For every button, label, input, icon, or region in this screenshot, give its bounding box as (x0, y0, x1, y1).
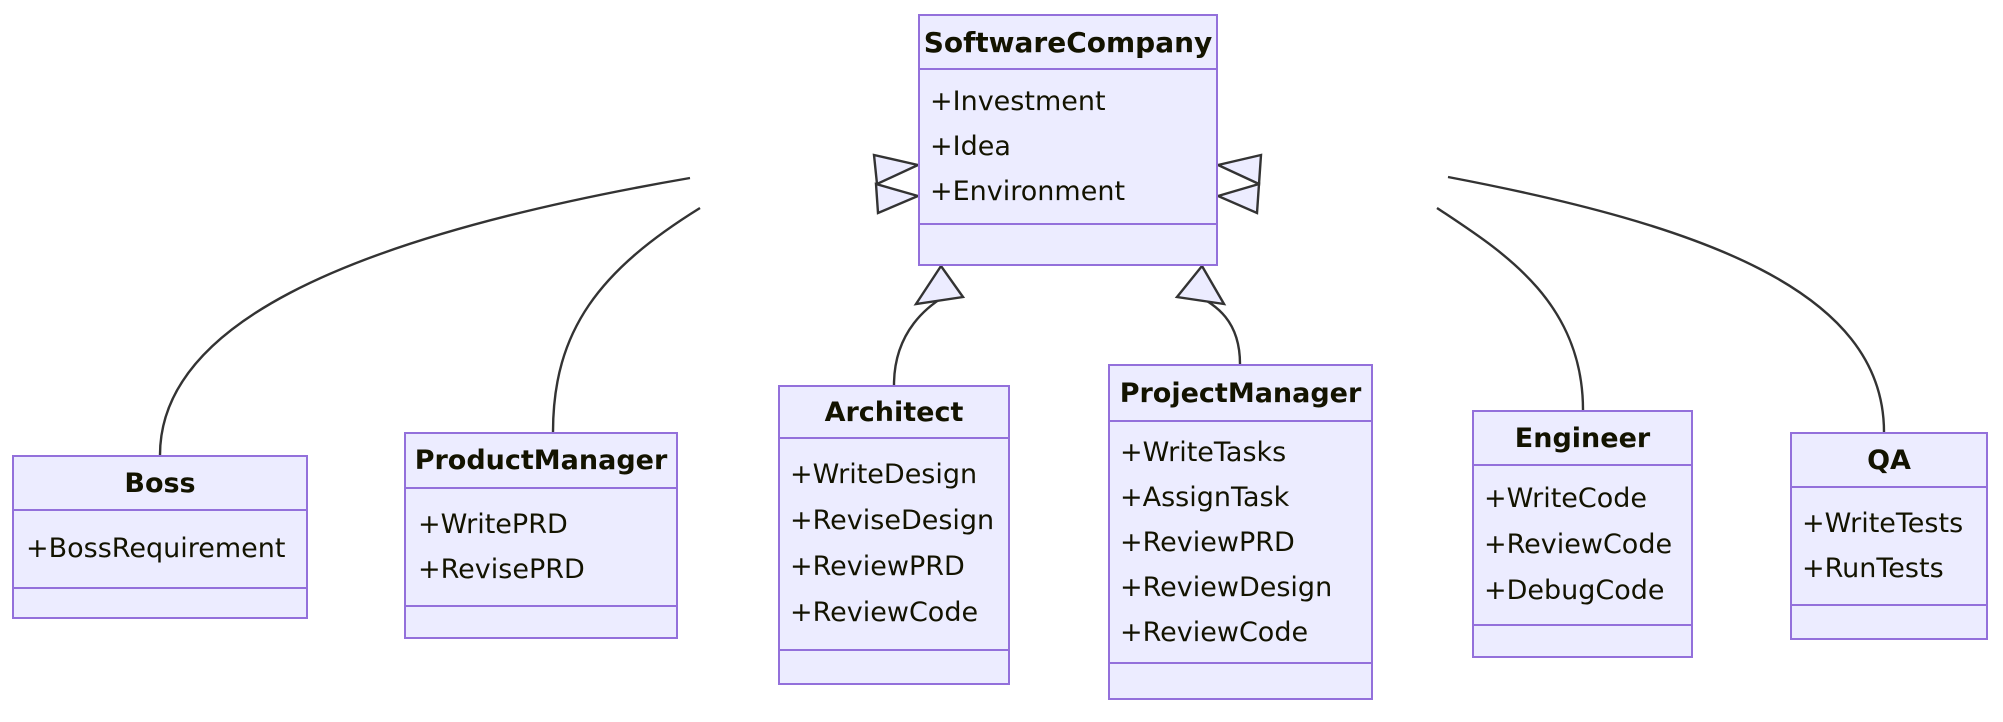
inheritance-arrowhead-boss (872, 153, 922, 186)
uml-attribute: +RunTests (1802, 553, 1944, 584)
uml-methods-projectmanager (1110, 664, 1371, 698)
uml-attribute: +BossRequirement (26, 533, 286, 564)
edge-engineer-to-softwarecompany (1436, 207, 1585, 411)
uml-attribute: +WriteTasks (1120, 436, 1287, 468)
uml-class-productmanager[interactable]: ProductManager +WritePRD +RevisePRD (404, 432, 678, 639)
uml-attribute: +ReviewPRD (1120, 526, 1295, 558)
uml-methods-softwarecompany (920, 225, 1216, 264)
uml-attributes-architect: +WriteDesign +ReviseDesign +ReviewPRD +R… (780, 439, 1008, 651)
uml-attribute: +ReviewPRD (790, 551, 965, 582)
uml-class-title-productmanager: ProductManager (406, 434, 676, 489)
uml-attribute: +ReviewCode (1484, 529, 1673, 560)
uml-attribute: +RevisePRD (418, 554, 585, 585)
uml-class-title-softwarecompany: SoftwareCompany (920, 16, 1216, 70)
inheritance-arrowhead-productmanager (874, 182, 922, 215)
uml-attribute: +ReviewCode (1120, 616, 1309, 648)
edge-boss-to-softwarecompany (158, 176, 691, 456)
uml-attributes-productmanager: +WritePRD +RevisePRD (406, 489, 676, 607)
uml-class-title-qa: QA (1792, 434, 1986, 488)
uml-methods-productmanager (406, 607, 676, 637)
edge-productmanager-to-softwarecompany (551, 206, 701, 433)
uml-attribute: +Investment (930, 86, 1106, 117)
uml-class-boss[interactable]: Boss +BossRequirement (12, 455, 308, 619)
uml-attributes-engineer: +WriteCode +ReviewCode +DebugCode (1474, 466, 1691, 626)
uml-methods-qa (1792, 606, 1986, 638)
uml-attributes-qa: +WriteTests +RunTests (1792, 488, 1986, 606)
uml-class-title-architect: Architect (780, 387, 1008, 439)
uml-class-title-engineer: Engineer (1474, 412, 1691, 466)
uml-class-engineer[interactable]: Engineer +WriteCode +ReviewCode +DebugCo… (1472, 410, 1693, 658)
uml-attribute: +Idea (930, 131, 1011, 162)
uml-class-title-boss: Boss (14, 457, 306, 511)
uml-attribute: +ReviewCode (790, 597, 979, 628)
inheritance-arrowhead-projectmanager (1174, 263, 1227, 306)
uml-attribute: +WritePRD (418, 509, 568, 540)
uml-methods-boss (14, 589, 306, 617)
uml-class-projectmanager[interactable]: ProjectManager +WriteTasks +AssignTask +… (1108, 364, 1373, 700)
uml-attributes-boss: +BossRequirement (14, 511, 306, 589)
uml-attribute: +AssignTask (1120, 481, 1290, 513)
uml-methods-engineer (1474, 626, 1691, 656)
edge-architect-to-softwarecompany (892, 294, 946, 386)
uml-attribute: +ReviewDesign (1120, 571, 1333, 603)
uml-methods-architect (780, 651, 1008, 683)
uml-attributes-projectmanager: +WriteTasks +AssignTask +ReviewPRD +Revi… (1110, 422, 1371, 664)
inheritance-arrowhead-engineer (1214, 182, 1261, 215)
uml-class-softwarecompany[interactable]: SoftwareCompany +Investment +Idea +Envir… (918, 14, 1218, 266)
uml-attribute: +WriteDesign (790, 459, 978, 490)
uml-attribute: +WriteTests (1802, 508, 1964, 539)
uml-class-qa[interactable]: QA +WriteTests +RunTests (1790, 432, 1988, 640)
uml-class-architect[interactable]: Architect +WriteDesign +ReviseDesign +Re… (778, 385, 1010, 685)
inheritance-arrowhead-architect (913, 263, 966, 306)
edge-projectmanager-to-softwarecompany (1197, 294, 1242, 365)
inheritance-arrowhead-qa (1214, 153, 1263, 186)
uml-attribute: +DebugCode (1484, 575, 1665, 606)
edge-qa-to-softwarecompany (1447, 175, 1886, 433)
uml-attribute: +Environment (930, 176, 1126, 207)
uml-attribute: +WriteCode (1484, 483, 1648, 514)
uml-class-title-projectmanager: ProjectManager (1110, 366, 1371, 422)
uml-attribute: +ReviseDesign (790, 505, 995, 536)
uml-attributes-softwarecompany: +Investment +Idea +Environment (920, 70, 1216, 225)
